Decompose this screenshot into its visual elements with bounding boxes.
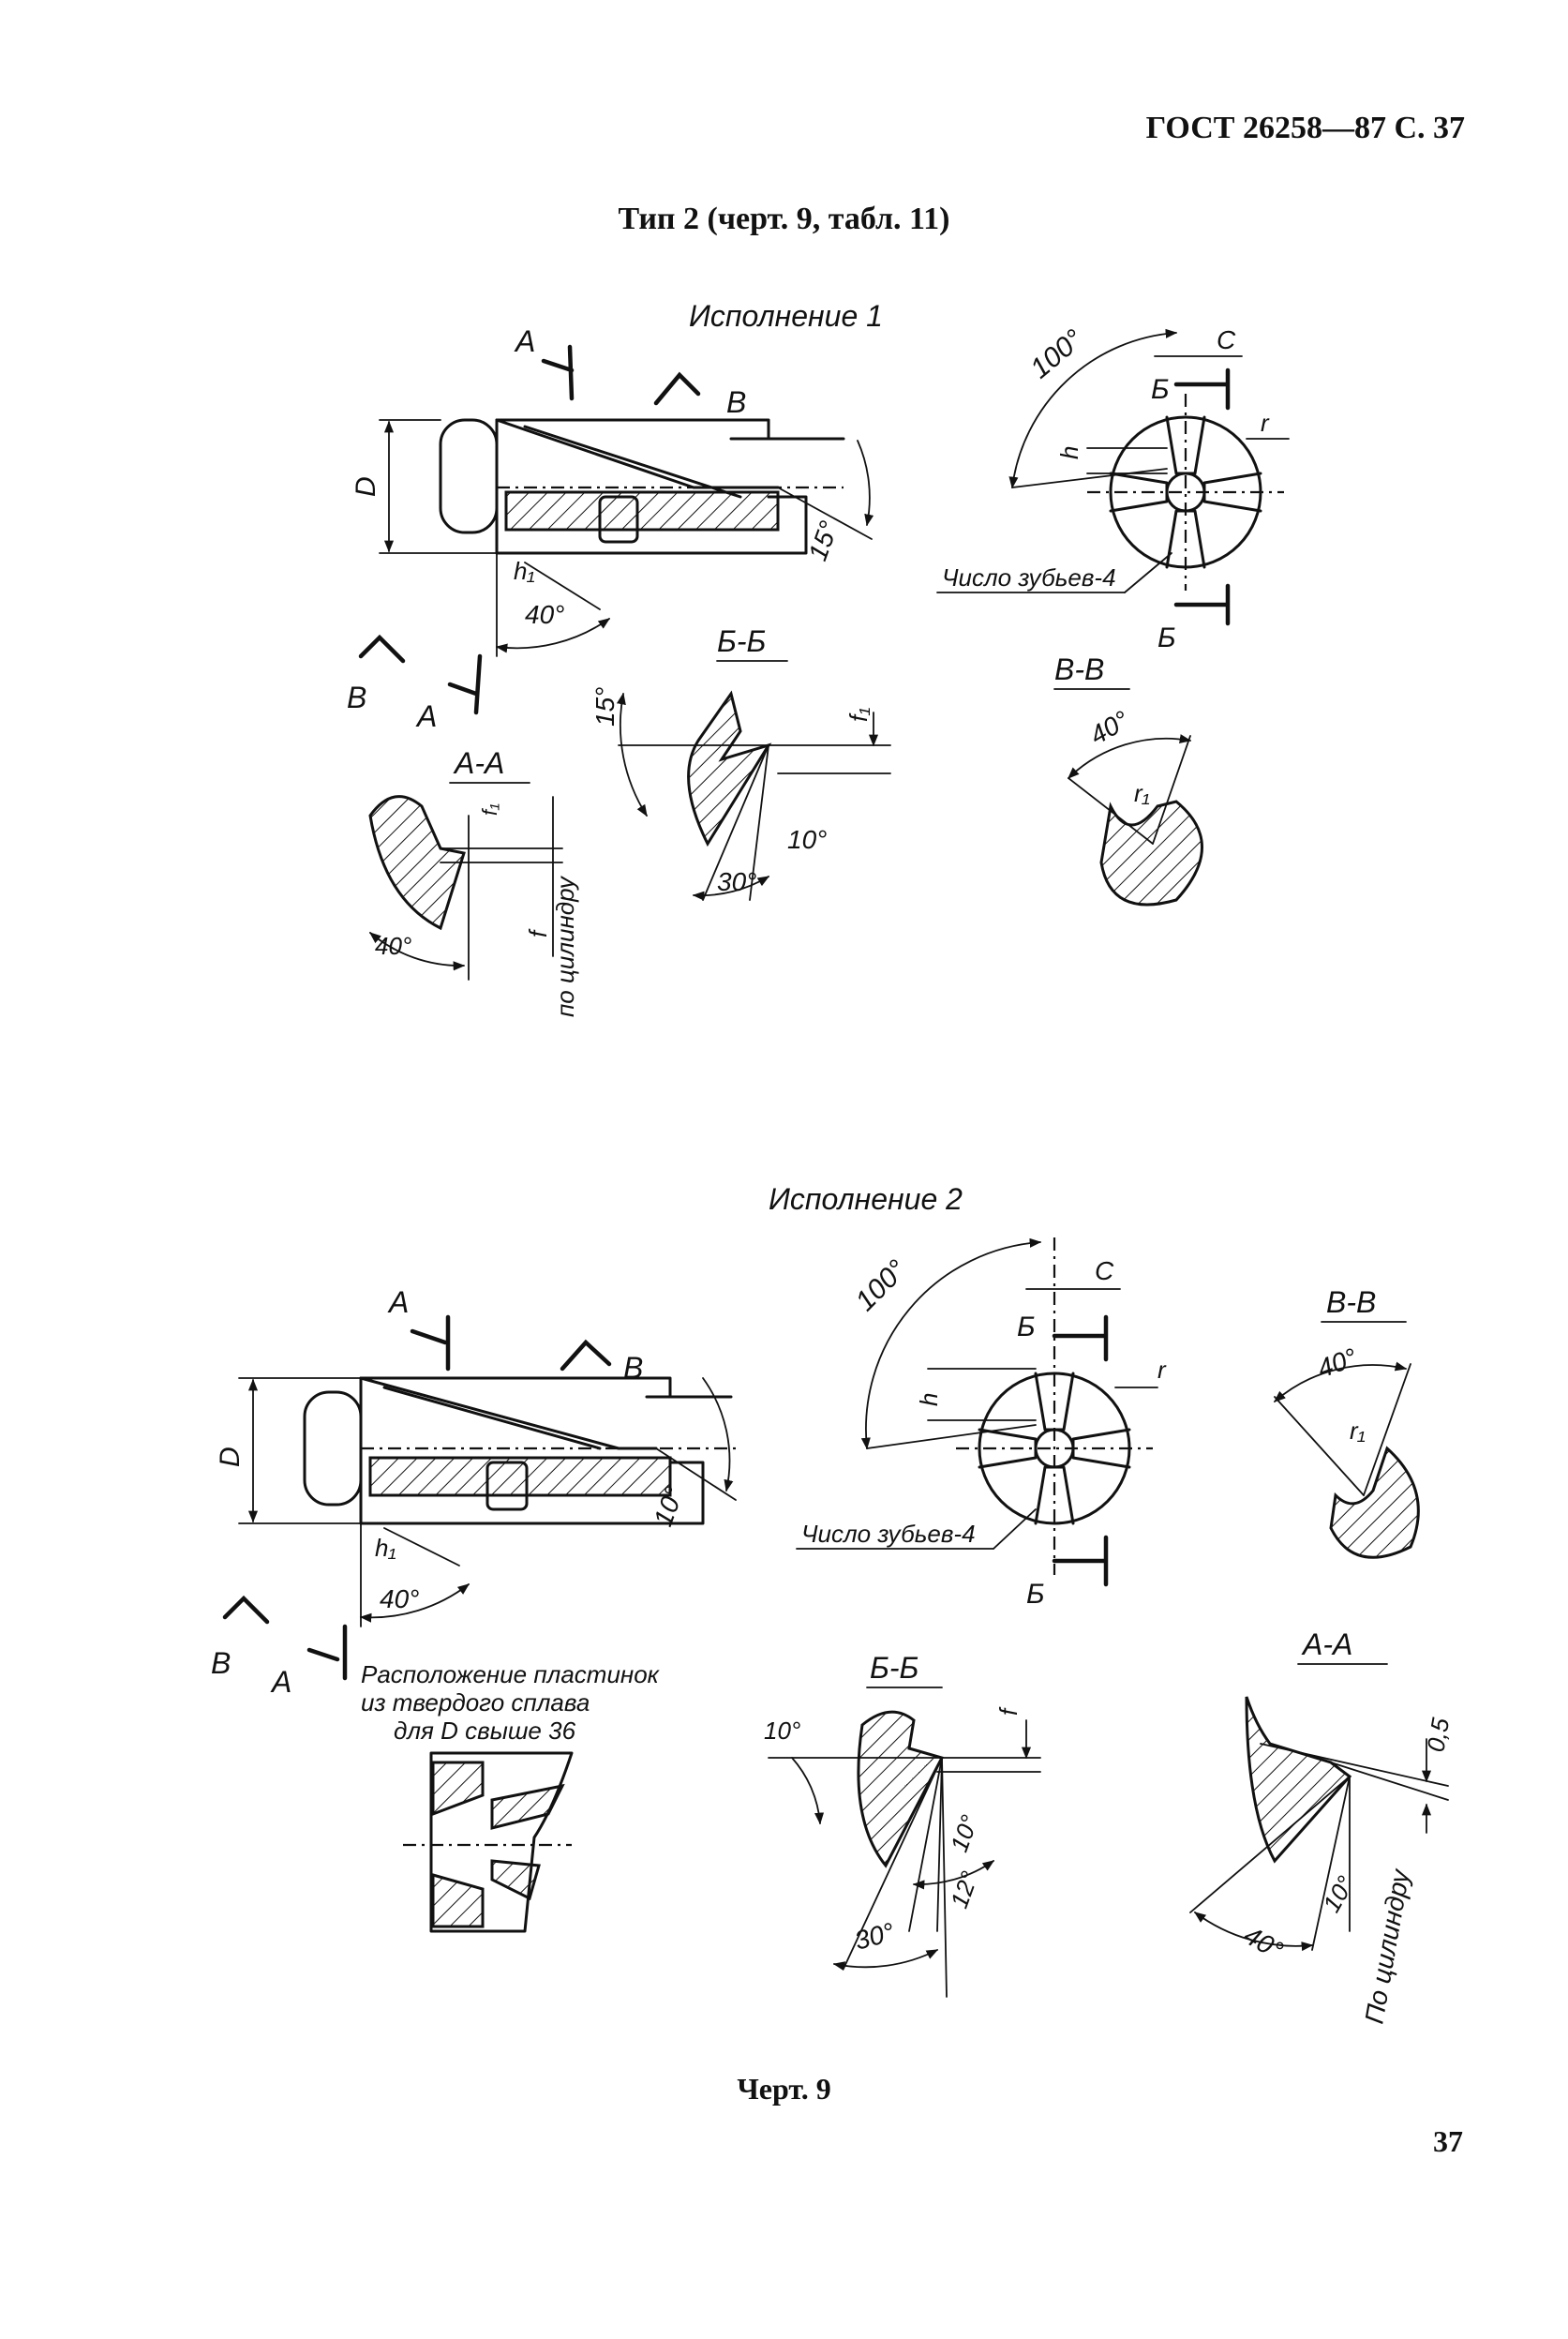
variant1-mark-b2: Б [1157,622,1176,653]
variant1-bb-angle-10: 10° [787,825,827,854]
variant2-bb-angle-12: 12° [945,1867,984,1912]
variant2-mark-a: А [387,1285,409,1319]
variant2-vv-angle-40: 40° [1313,1342,1360,1384]
variant1-dim-c: C [1217,325,1236,354]
variant1-dim-d: D [351,476,381,497]
variant1-mark-a: А [514,324,535,358]
variant1-section-aa-title: А-А [453,746,504,780]
variant2-dim-05: 0,5 [1421,1716,1455,1754]
variant2-dim-r: r [1157,1356,1167,1384]
variant2-mark-b: Б [1017,1312,1036,1342]
variant2-carbide-note-1: Расположение пластинок [361,1660,661,1688]
variant1-teeth-note: Число зубьев-4 [942,563,1116,592]
variant2-bb-angle-10b: 10° [945,1811,984,1855]
variant2-dim-h: h [915,1393,943,1406]
page-number: 37 [1433,2124,1463,2158]
variant2-dim-c: C [1095,1256,1114,1285]
variant1-angle-40: 40° [525,600,564,629]
variant2-mark-v2: В [211,1646,231,1680]
variant1-dim-r1: r₁ [1134,779,1150,807]
variant1-title: Исполнение 1 [689,299,883,333]
variant1-cylinder-note: по цилиндру [551,875,579,1017]
variant1-mark-b: Б [1151,374,1170,405]
variant1-mark-v2: В [347,681,366,714]
variant1-aa-dim-f: f [524,928,552,937]
variant2-section-aa: А-А 0,5 10° 40° По цилиндру [1189,1627,1455,2026]
variant2-mark-b2: Б [1026,1579,1045,1610]
variant2-carbide-detail: Расположение пластинок из твердого сплав… [361,1660,661,1933]
variant1-dim-h: h [1055,446,1083,459]
variant2-section-bb-title: Б-Б [870,1651,918,1685]
variant2-dim-d: D [215,1447,246,1467]
variant1-section-vv: В-В 40° r₁ [1053,652,1203,907]
variant1-section-aa: А-А f₁ 40° f по цилиндру [368,746,579,1017]
variant2-group: Исполнение 2 D 10° h₁ 40° [211,1182,1455,2026]
variant2-dim-r1: r₁ [1350,1417,1366,1445]
variant1-section-bb-title: Б-Б [717,624,766,658]
variant2-mark-a2: А [270,1665,291,1699]
variant2-title: Исполнение 2 [769,1182,963,1216]
figure-caption: Черт. 9 [737,2072,831,2106]
variant2-end-view: 100° h C Б Б r Число зубьев-4 [796,1237,1167,1610]
variant1-bb-angle-15: 15° [590,687,620,727]
variant1-dim-f1: f₁ [844,708,873,722]
variant2-carbide-note-3: для D свыше 36 [394,1717,576,1745]
variant1-side-view: D 15° h₁ 40° А В В А [347,324,874,733]
variant2-angle-100: 100° [850,1254,913,1317]
variant2-cylinder-note: По цилиндру [1359,1866,1415,2026]
variant2-section-vv: В-В 40° r₁ [1274,1285,1420,1559]
variant2-dim-f: f [994,1706,1023,1716]
variant2-section-vv-title: В-В [1326,1285,1376,1319]
variant1-angle-100: 100° [1024,323,1089,384]
type-title: Тип 2 (черт. 9, табл. 11) [618,202,950,236]
variant1-aa-dim-f1: f₁ [478,803,501,816]
variant1-angle-15: 15° [803,517,844,564]
variant2-dim-h1: h₁ [375,1534,396,1562]
variant1-mark-a2: А [415,699,437,733]
variant2-aa-angle-10: 10° [1317,1871,1360,1917]
variant2-mark-v: В [623,1351,643,1385]
variant1-section-bb: Б-Б 15° f₁ 10° 30° [590,624,891,901]
variant2-carbide-note-2: из твердого сплава [361,1688,590,1717]
variant1-dim-r: r [1261,409,1270,437]
standard-header: ГОСТ 26258—87 С. 37 [1145,111,1465,145]
variant1-end-view: 100° h C Б Б r Число зубьев-4 [936,323,1290,653]
variant1-section-vv-title: В-В [1054,652,1104,686]
variant2-bb-angle-30: 30° [852,1917,898,1956]
variant2-section-aa-title: А-А [1301,1627,1352,1661]
variant1-mark-v: В [726,385,746,419]
variant2-angle-40: 40° [380,1584,419,1613]
variant2-aa-angle-40: 40° [1239,1920,1288,1965]
variant1-aa-angle-40: 40° [375,932,411,960]
variant2-section-bb: Б-Б 10° f 10° 12° 30° [764,1651,1041,1998]
variant1-bb-angle-30: 30° [717,867,756,896]
variant2-bb-angle-10: 10° [764,1717,800,1745]
variant2-teeth-note: Число зубьев-4 [801,1520,976,1548]
variant2-side-view: D 10° h₁ 40° А В В А [211,1285,740,1699]
variant1-dim-h1: h₁ [514,557,535,585]
variant1-group: Исполнение 1 D 15° h₁ 40° [347,299,1290,1017]
